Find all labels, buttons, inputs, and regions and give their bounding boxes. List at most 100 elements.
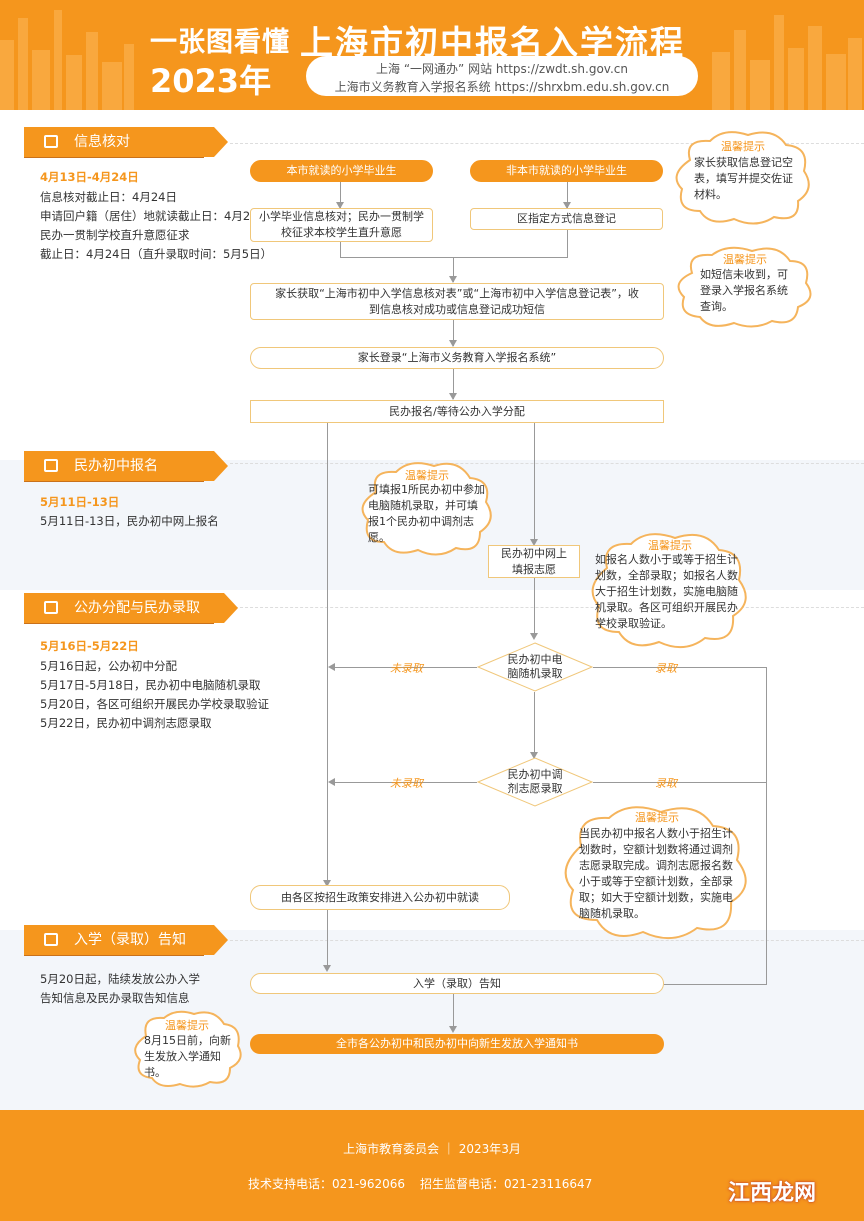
skyline-building <box>750 60 770 110</box>
cloud-shape <box>591 533 747 649</box>
website-pill <box>306 56 698 96</box>
nonlocal-register-box: 区指定方式信息登记 <box>470 208 663 230</box>
section-line: 申请回户籍（居住）地就读截止日：4月24日 <box>40 209 269 223</box>
admitted-label: 录取 <box>655 777 677 790</box>
arrow-down-icon <box>449 1026 457 1033</box>
section-divider <box>230 143 864 144</box>
flow-line <box>567 230 568 257</box>
section-title: 民办初中报名 <box>74 458 158 474</box>
not-admitted-label: 未录取 <box>390 662 423 675</box>
section-divider <box>230 607 864 608</box>
notice-box: 入学（录取）告知 <box>250 973 664 994</box>
adjust-label: 民办初中调剂志愿录取 <box>507 768 563 795</box>
skyline-building <box>788 48 804 110</box>
flow-line <box>340 180 341 208</box>
public-assign-box: 由各区按招生政策安排进入公办初中就读 <box>250 885 510 910</box>
header-year: 2023年 <box>150 62 272 100</box>
tip-cloud: 温馨提示 当民办初中报名人数小于招生计划数时，空额计划数将通过调剂志愿录取完成。… <box>557 800 757 946</box>
skyline-building <box>826 54 846 110</box>
footer <box>0 1110 864 1221</box>
flow-line <box>340 257 568 258</box>
section-line: 5月17日-5月18日，民办初中电脑随机录取 <box>40 678 261 692</box>
website-link-zwdt[interactable]: 上海 “一网通办” 网站 https://zwdt.sh.gov.cn <box>376 62 628 76</box>
parent-login-box: 家长登录“上海市义务教育入学报名系统” <box>250 347 664 369</box>
local-check-box: 小学毕业信息核对；民办一贯制学校征求本校学生直升意愿 <box>250 208 433 242</box>
watermark-logo: 江西龙网 <box>728 1181 817 1206</box>
tip-text: 如报名人数小于或等于招生计划数，全部录取；如报名人数大于招生计划数，实施电脑随机… <box>595 553 738 630</box>
not-admitted-label: 未录取 <box>390 777 423 790</box>
section-line: 5月20日，各区可组织开展民办学校录取验证 <box>40 697 269 711</box>
nonlocal-graduate-box: 非本市就读的小学毕业生 <box>470 160 663 182</box>
cloud-shape <box>134 1010 242 1088</box>
tip-cloud: 温馨提示 如报名人数小于或等于招生计划数，全部录取；如报名人数大于招生计划数，实… <box>585 528 755 654</box>
cloud-shape <box>564 806 747 939</box>
flow-line-private <box>534 423 535 544</box>
section-band <box>0 930 864 1110</box>
section-line: 告知信息及民办录取告知信息 <box>40 991 190 1005</box>
tip-cloud: 温馨提示 如短信未收到，可登录入学报名系统查询。 <box>672 243 818 329</box>
section-date: 5月11日-13日 <box>40 495 120 509</box>
tip-cloud: 温馨提示 8月15日前，向新生发放入学通知书。 <box>130 1008 244 1090</box>
tip-label: 温馨提示 <box>405 469 449 482</box>
tip-cloud: 温馨提示 家长获取信息登记空表，填写并提交佐证材料。 <box>670 125 816 230</box>
diamond-shape <box>477 757 593 807</box>
diamond-shape <box>477 642 593 692</box>
tip-cloud: 温馨提示 可填报1所民办初中参加电脑随机录取，并可填报1个民办初中调剂志愿。 <box>356 458 498 560</box>
lottery-decision: 民办初中电脑随机录取 <box>477 642 593 692</box>
section-divider <box>230 463 864 464</box>
flow-line <box>340 241 341 257</box>
skyline-building <box>0 40 14 110</box>
header-subtitle: 一张图看懂 <box>150 27 290 58</box>
tip-text: 家长获取信息登记空表，填写并提交佐证材料。 <box>694 156 793 201</box>
flow-line <box>453 994 454 1030</box>
flow-line <box>534 578 535 638</box>
tip-text: 可填报1所民办初中参加电脑随机录取，并可填报1个民办初中调剂志愿。 <box>368 483 485 544</box>
section-title: 公办分配与民办录取 <box>74 600 200 616</box>
flow-line <box>333 782 477 783</box>
footer-tech-phone: 技术支持电话：021-962066 <box>248 1177 406 1191</box>
skyline-tower <box>774 15 784 110</box>
flow-line-public <box>327 423 328 885</box>
arrow-down-icon <box>323 880 331 887</box>
footer-supervise-phone: 招生监督电话：021-23116647 <box>420 1177 593 1191</box>
final-notice-bar: 全市各公办初中和民办初中向新生发放入学通知书 <box>250 1034 664 1054</box>
section-line: 5月11日-13日，民办初中网上报名 <box>40 514 219 528</box>
flow-line <box>453 369 454 399</box>
section-line: 民办一贯制学校直升意愿征求 <box>40 228 190 242</box>
admitted-label: 录取 <box>655 662 677 675</box>
arrow-down-icon <box>530 633 538 640</box>
edit-icon <box>44 933 58 946</box>
tip-text: 如短信未收到，可登录入学报名系统查询。 <box>700 268 788 313</box>
skyline-tower <box>54 10 62 110</box>
section-line: 信息核对截止日：4月24日 <box>40 190 177 204</box>
page-title: 上海市初中报名入学流程 <box>300 23 685 62</box>
tip-text: 当民办初中报名人数小于招生计划数时，空额计划数将通过调剂志愿录取完成。调剂志愿报… <box>579 827 733 920</box>
section-tab-private-apply: 民办初中报名 <box>24 451 228 481</box>
arrow-left-icon <box>328 778 335 786</box>
arrow-down-icon <box>449 340 457 347</box>
section-line: 截止日：4月24日（直升录取时间：5月5日） <box>40 247 273 261</box>
footer-org: 上海市教育委员会 ｜ 2023年3月 <box>343 1142 521 1156</box>
flow-line <box>593 667 766 668</box>
cloud-shape <box>361 462 492 556</box>
skyline-building <box>86 32 98 110</box>
skyline-building <box>66 55 82 110</box>
section-line: 5月22日，民办初中调剂志愿录取 <box>40 716 212 730</box>
header-banner <box>0 0 864 110</box>
section-divider <box>230 940 864 941</box>
flow-line <box>333 667 477 668</box>
flow-line <box>327 910 328 970</box>
section-line: 5月20日起，陆续发放公办入学 <box>40 972 200 986</box>
section-title: 入学（录取）告知 <box>74 932 186 948</box>
edit-icon <box>44 601 58 614</box>
lottery-label: 民办初中电脑随机录取 <box>507 653 563 680</box>
flow-line <box>453 257 454 282</box>
tip-label: 温馨提示 <box>165 1019 209 1032</box>
skyline-building <box>848 38 862 110</box>
section-tab-notice: 入学（录取）告知 <box>24 925 228 955</box>
website-link-shrxbm[interactable]: 上海市义务教育入学报名系统 https://shrxbm.edu.sh.gov.… <box>334 80 670 94</box>
tip-label: 温馨提示 <box>723 253 767 266</box>
private-apply-box: 民办初中网上填报志愿 <box>488 545 580 578</box>
cloud-shape <box>675 131 810 225</box>
edit-icon <box>44 459 58 472</box>
